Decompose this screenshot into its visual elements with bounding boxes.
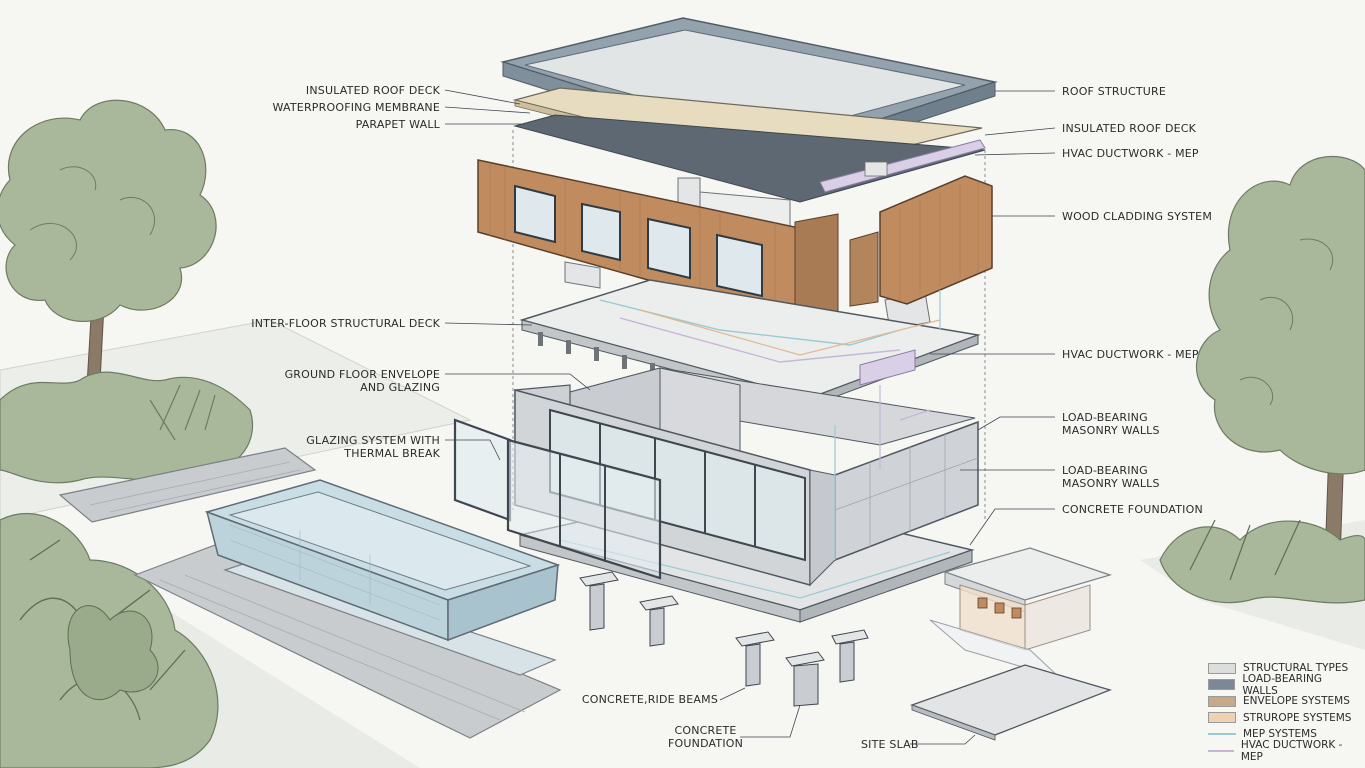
pool-shell	[204, 479, 561, 676]
label-hvac-ductwork-top: HVAC DUCTWORK - MEP	[1062, 147, 1199, 160]
label-site-slab: SITE SLAB	[861, 738, 919, 751]
label-insulated-roof-deck-right: INSULATED ROOF DECK	[1062, 122, 1197, 135]
inter-floor-deck	[519, 279, 981, 409]
right-shrubs	[1159, 519, 1365, 604]
bottom-left-vegetation	[0, 512, 219, 768]
legend-swatch	[1208, 712, 1236, 724]
ground-floor-masonry-right	[809, 420, 979, 587]
left-tree	[0, 99, 217, 421]
legend-item: ENVELOPE SYSTEMS	[1208, 693, 1358, 710]
label-concrete-ride-beams: CONCRETE,RIDE BEAMS	[581, 693, 718, 706]
label-hvac-ductwork-mid: HVAC DUCTWORK - MEP	[1062, 348, 1199, 361]
scale-model-house	[929, 547, 1112, 679]
wood-cladding-right-wall	[879, 175, 993, 305]
legend: STRUCTURAL TYPES LOAD-BEARING WALLS ENVE…	[1208, 660, 1358, 763]
legend-item: MEP SYSTEMS	[1208, 726, 1358, 743]
glazing-system-panels	[453, 418, 662, 580]
label-concrete-foundation-right: CONCRETE FOUNDATION	[1062, 503, 1203, 516]
label-wood-cladding-system: WOOD CLADDING SYSTEM	[1062, 210, 1213, 223]
pool-paving-upper	[58, 447, 317, 523]
legend-swatch	[1208, 662, 1236, 674]
legend-swatch	[1208, 679, 1236, 691]
label-parapet-wall: PARAPET WALL	[355, 118, 440, 131]
mep-risers	[834, 290, 941, 560]
legend-item: HVAC DUCTWORK - MEP	[1208, 739, 1358, 763]
label-insulated-roof-deck-left: INSULATED ROOF DECK	[305, 84, 440, 97]
legend-swatch	[1208, 695, 1236, 707]
concrete-foundation-piers	[579, 571, 869, 707]
legend-item: LOAD-BEARING WALLS	[1208, 673, 1358, 697]
legend-item: STRUCTURAL TYPES	[1208, 660, 1358, 677]
label-waterproofing-membrane: WATERPROOFING MEMBRANE	[272, 101, 440, 114]
label-inter-floor-structural-deck: INTER-FLOOR STRUCTURAL DECK	[251, 317, 440, 330]
left-shrubs	[0, 371, 254, 484]
wood-cladding-left-wall	[477, 159, 839, 329]
legend-line	[1208, 749, 1234, 752]
legend-line	[1208, 733, 1236, 736]
right-tree	[1195, 155, 1365, 561]
legend-item: STRUROPE SYSTEMS	[1208, 710, 1358, 727]
leader-lines	[444, 89, 1056, 745]
site-slab-plate	[910, 664, 1113, 741]
label-roof-structure: ROOF STRUCTURE	[1062, 85, 1167, 98]
pool-paving-lower	[133, 544, 562, 739]
hvac-duct-roof	[819, 139, 986, 193]
